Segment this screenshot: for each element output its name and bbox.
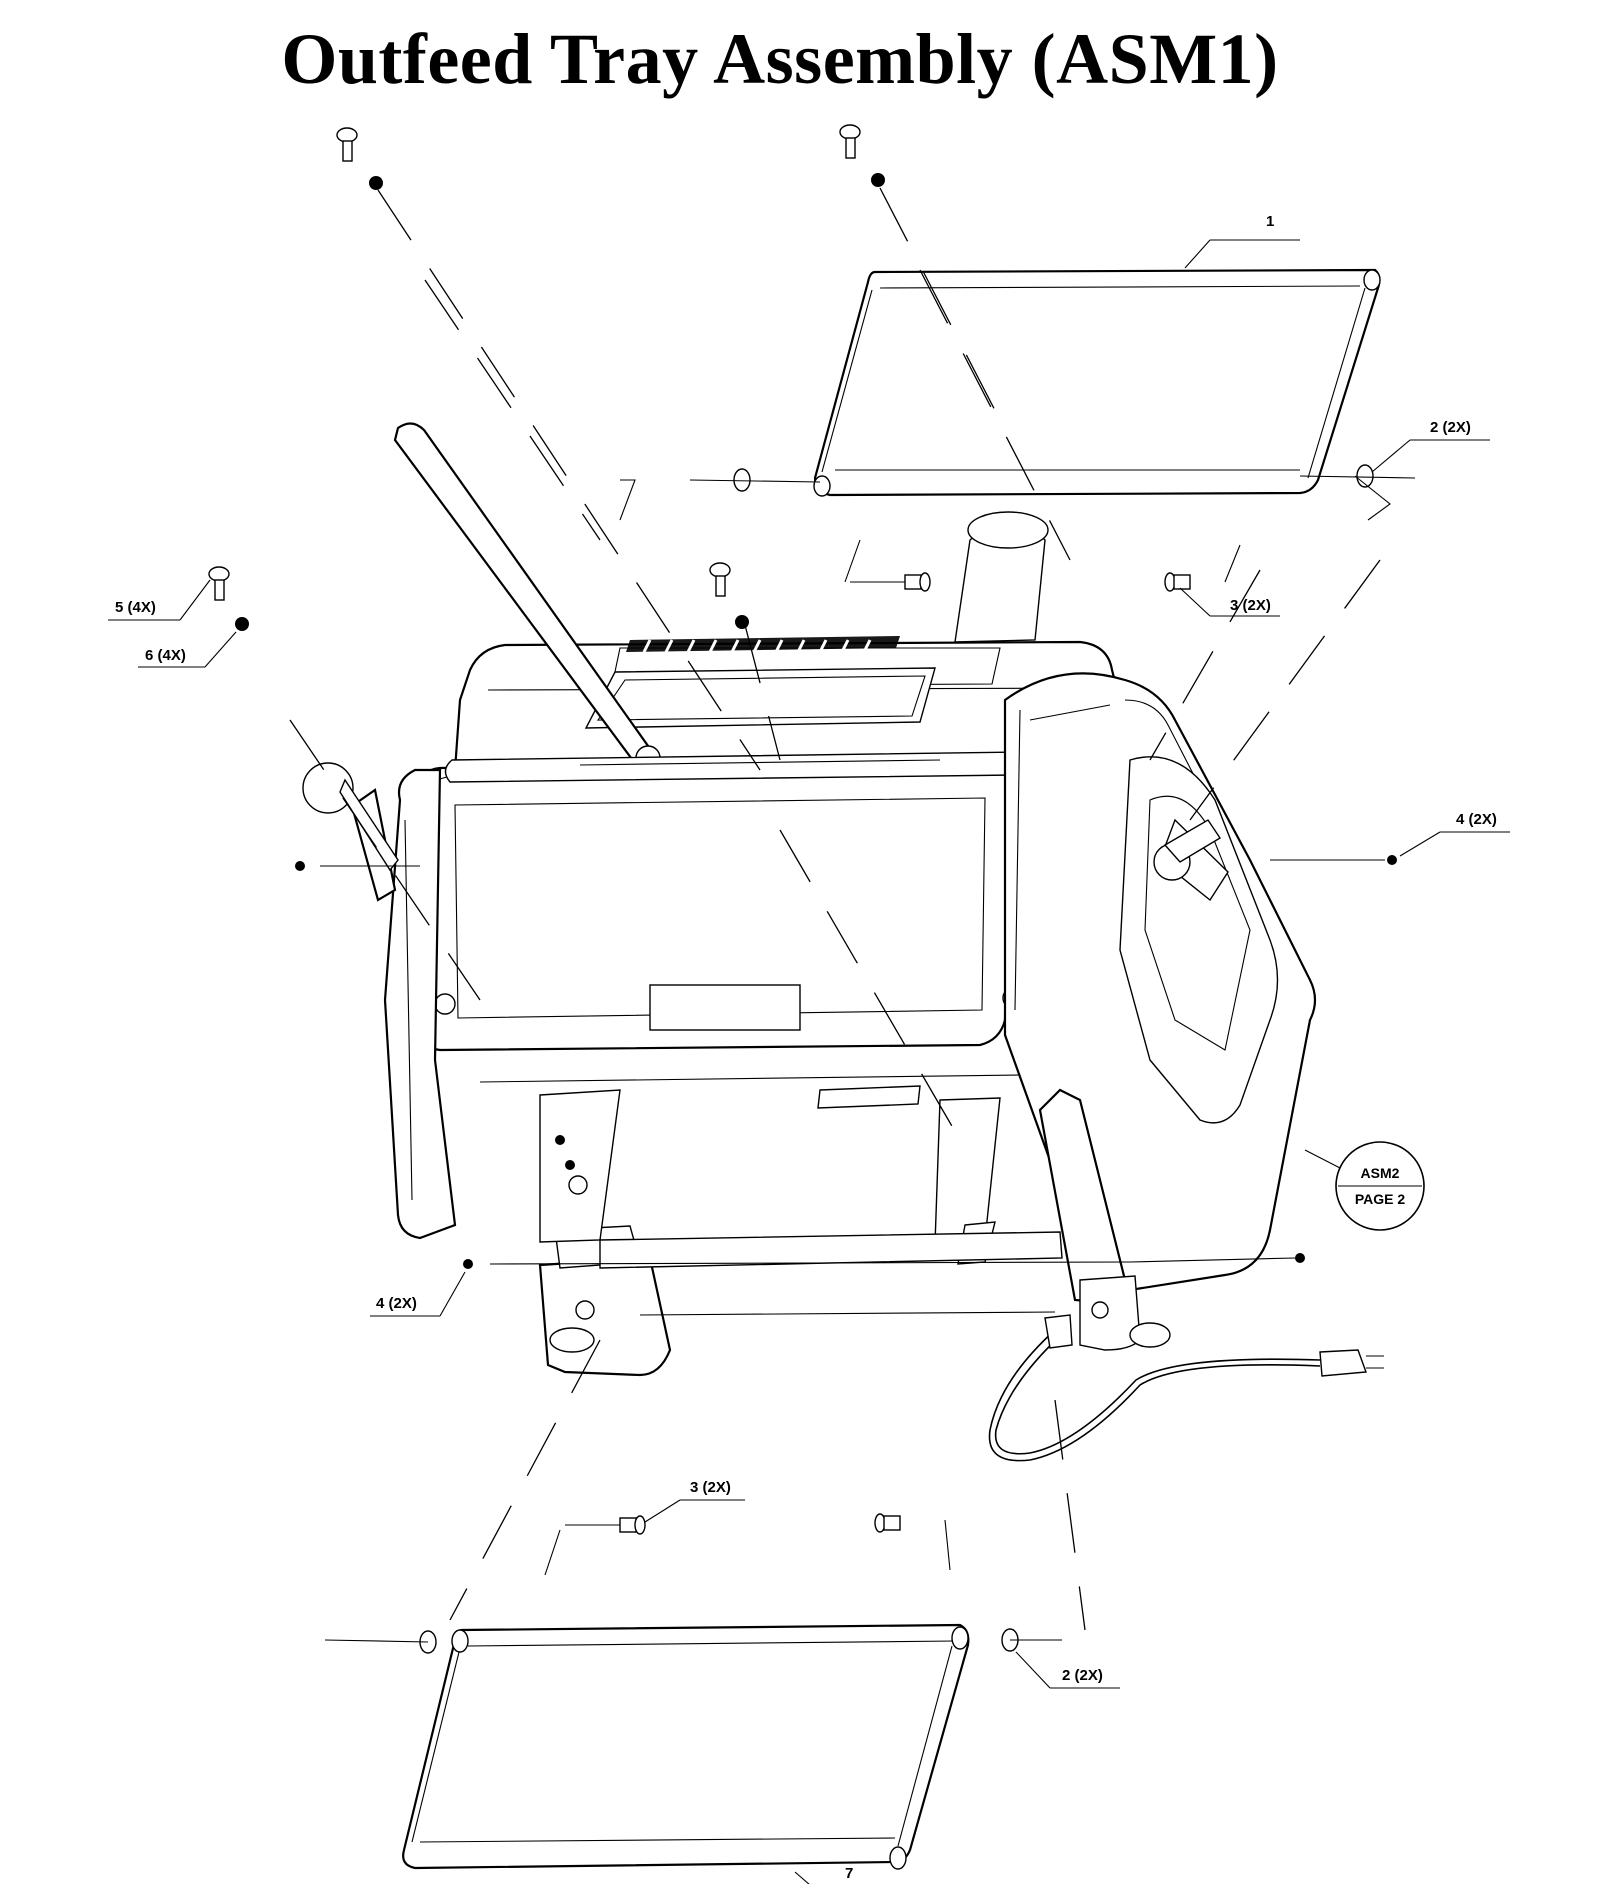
- screw-bottom-left: [565, 1515, 646, 1535]
- nut-lower-right: [1295, 1253, 1305, 1263]
- callout-2-bottom: 2 (2X): [1062, 1667, 1103, 1684]
- assembly-lines: [289, 187, 1416, 1643]
- callout-3-bottom: 3 (2X): [690, 1479, 731, 1496]
- bolt-center: [709, 562, 749, 629]
- callout-5: 5 (4X): [115, 599, 156, 616]
- callout-leaders: [108, 239, 1510, 1884]
- power-cord: [988, 1314, 1384, 1462]
- nut-lower-left: [463, 1259, 473, 1269]
- callout-4-right: 4 (2X): [1456, 811, 1497, 828]
- asm2-reference-line1: ASM2: [1361, 1165, 1400, 1181]
- bolt-left: [208, 566, 249, 631]
- callout-3-top: 3 (2X): [1230, 597, 1271, 614]
- nut-left: [295, 861, 305, 871]
- washer-top-left: [733, 468, 751, 492]
- planer-body: [302, 422, 1317, 1377]
- asm2-reference-bubble: ASM2 PAGE 2: [1335, 1141, 1425, 1231]
- nut-right: [1387, 855, 1397, 865]
- callout-7: 7: [845, 1865, 853, 1882]
- bolt-upper-left: [336, 127, 383, 190]
- callout-2-top: 2 (2X): [1430, 419, 1471, 436]
- asm2-reference-line2: PAGE 2: [1355, 1191, 1406, 1207]
- diagram-title: Outfeed Tray Assembly (ASM1): [281, 19, 1279, 99]
- outfeed-tray-bottom: [402, 1623, 970, 1870]
- callout-4-left: 4 (2X): [376, 1295, 417, 1312]
- outfeed-tray-top: [813, 268, 1381, 497]
- screw-bottom-right: [874, 1513, 901, 1533]
- callout-1: 1: [1266, 213, 1274, 230]
- screw-top-right: [1164, 572, 1191, 592]
- bolt-upper-center: [839, 124, 885, 187]
- callout-6: 6 (4X): [145, 647, 186, 664]
- screw-top-left: [850, 572, 931, 592]
